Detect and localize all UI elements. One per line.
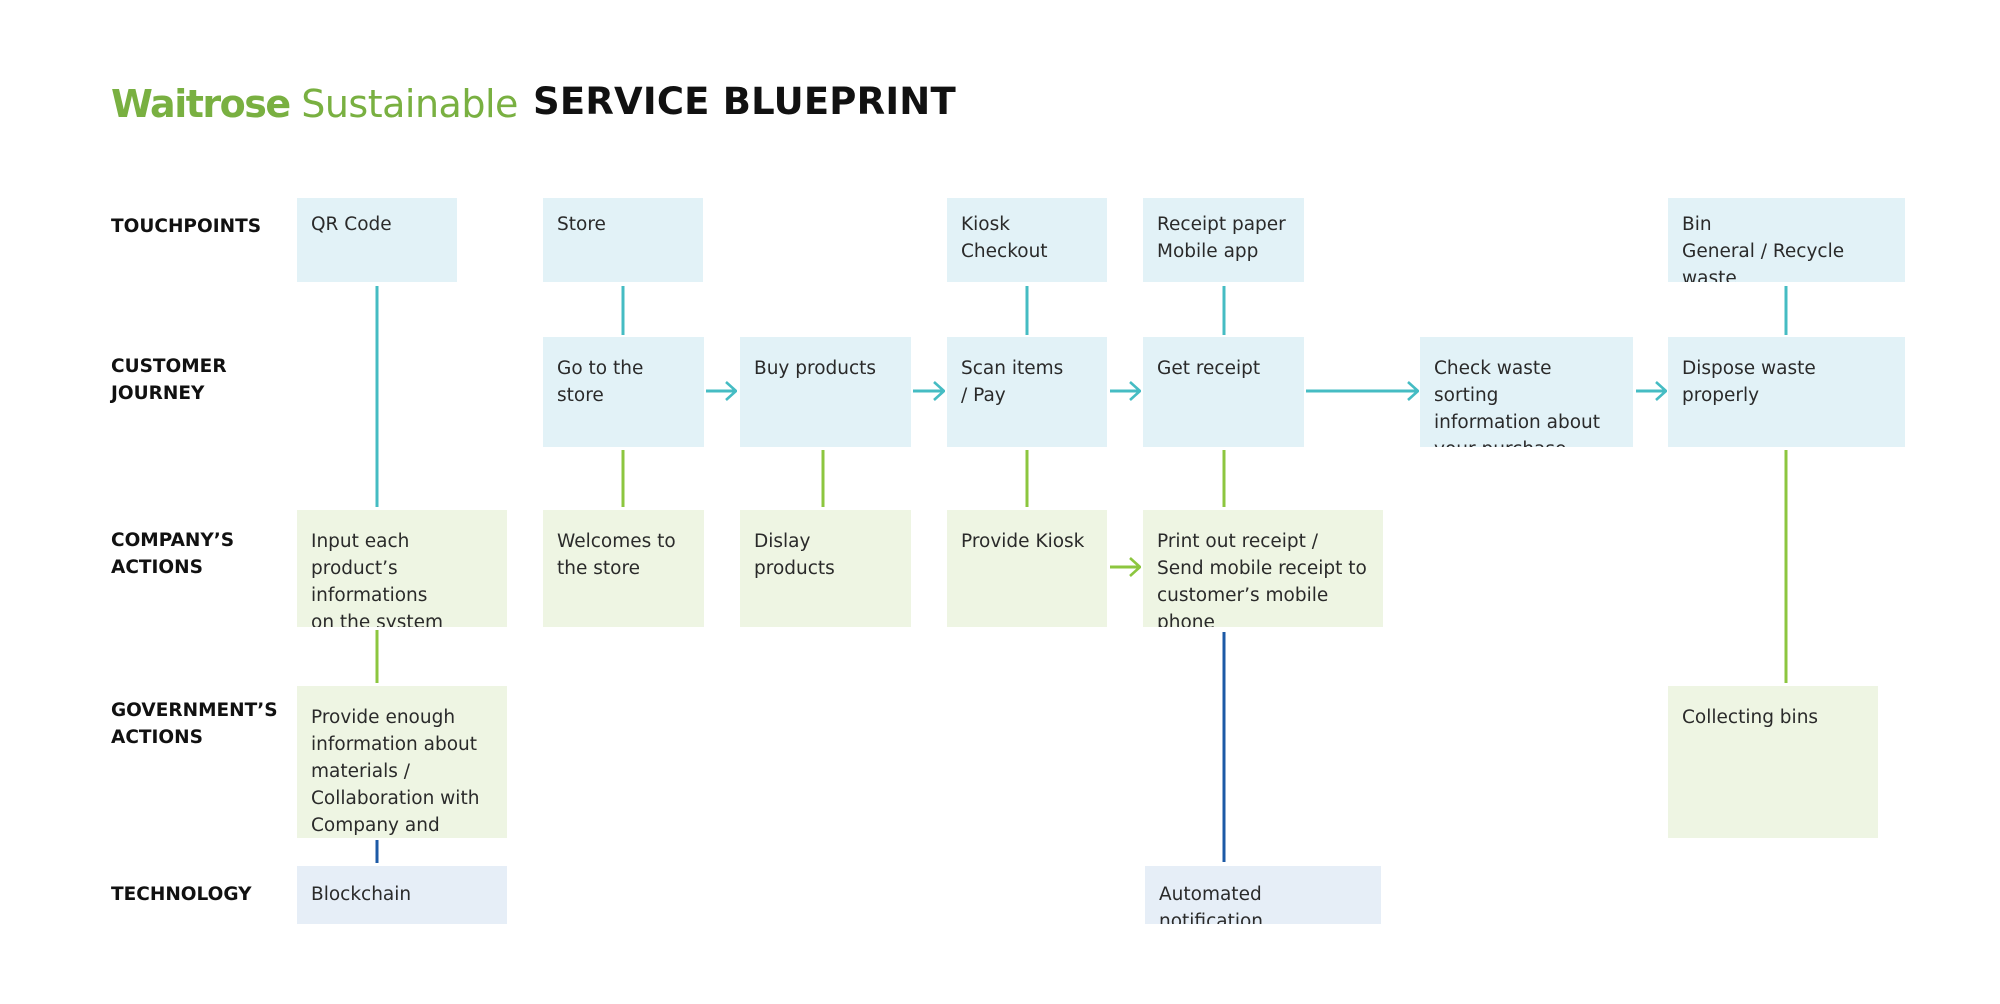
brand-name-bold: Waitrose <box>111 82 291 126</box>
touchpoint-store: Store <box>543 198 703 282</box>
touchpoint-qr-code: QR Code <box>297 198 457 282</box>
touchpoint-kiosk-checkout: Kiosk Checkout <box>947 198 1107 282</box>
journey-dispose-waste: Dispose waste properly <box>1668 337 1905 447</box>
brand-logo: Waitrose Sustainable <box>111 82 518 126</box>
touchpoint-bin: Bin General / Recycle waste <box>1668 198 1905 282</box>
row-label-company-actions: COMPANY’S ACTIONS <box>111 530 235 578</box>
government-provide-info: Provide enough information about materia… <box>297 686 507 838</box>
journey-go-to-store: Go to the store <box>543 337 704 447</box>
row-label-technology: TECHNOLOGY <box>111 884 252 905</box>
journey-check-waste: Check waste sorting information about yo… <box>1420 337 1633 447</box>
technology-blockchain: Blockchain <box>297 866 507 924</box>
journey-buy-products: Buy products <box>740 337 911 447</box>
row-label-customer-journey: CUSTOMER JOURNEY <box>111 356 227 404</box>
technology-automated-notification: Automated notification <box>1145 866 1381 924</box>
row-label-touchpoints: TOUCHPOINTS <box>111 216 262 237</box>
company-input-info: Input each product’s informations on the… <box>297 510 507 627</box>
brand-name-light: Sustainable <box>289 82 518 126</box>
journey-scan-pay: Scan items / Pay <box>947 337 1107 447</box>
company-print-receipt: Print out receipt / Send mobile receipt … <box>1143 510 1383 627</box>
touchpoint-receipt-app: Receipt paper Mobile app <box>1143 198 1304 282</box>
company-welcome: Welcomes to the store <box>543 510 704 627</box>
page-title: SERVICE BLUEPRINT <box>533 80 956 123</box>
journey-get-receipt: Get receipt <box>1143 337 1304 447</box>
government-collecting-bins: Collecting bins <box>1668 686 1878 838</box>
company-provide-kiosk: Provide Kiosk <box>947 510 1107 627</box>
company-display-products: Dislay products <box>740 510 911 627</box>
row-label-government-actions: GOVERNMENT’S ACTIONS <box>111 700 278 748</box>
